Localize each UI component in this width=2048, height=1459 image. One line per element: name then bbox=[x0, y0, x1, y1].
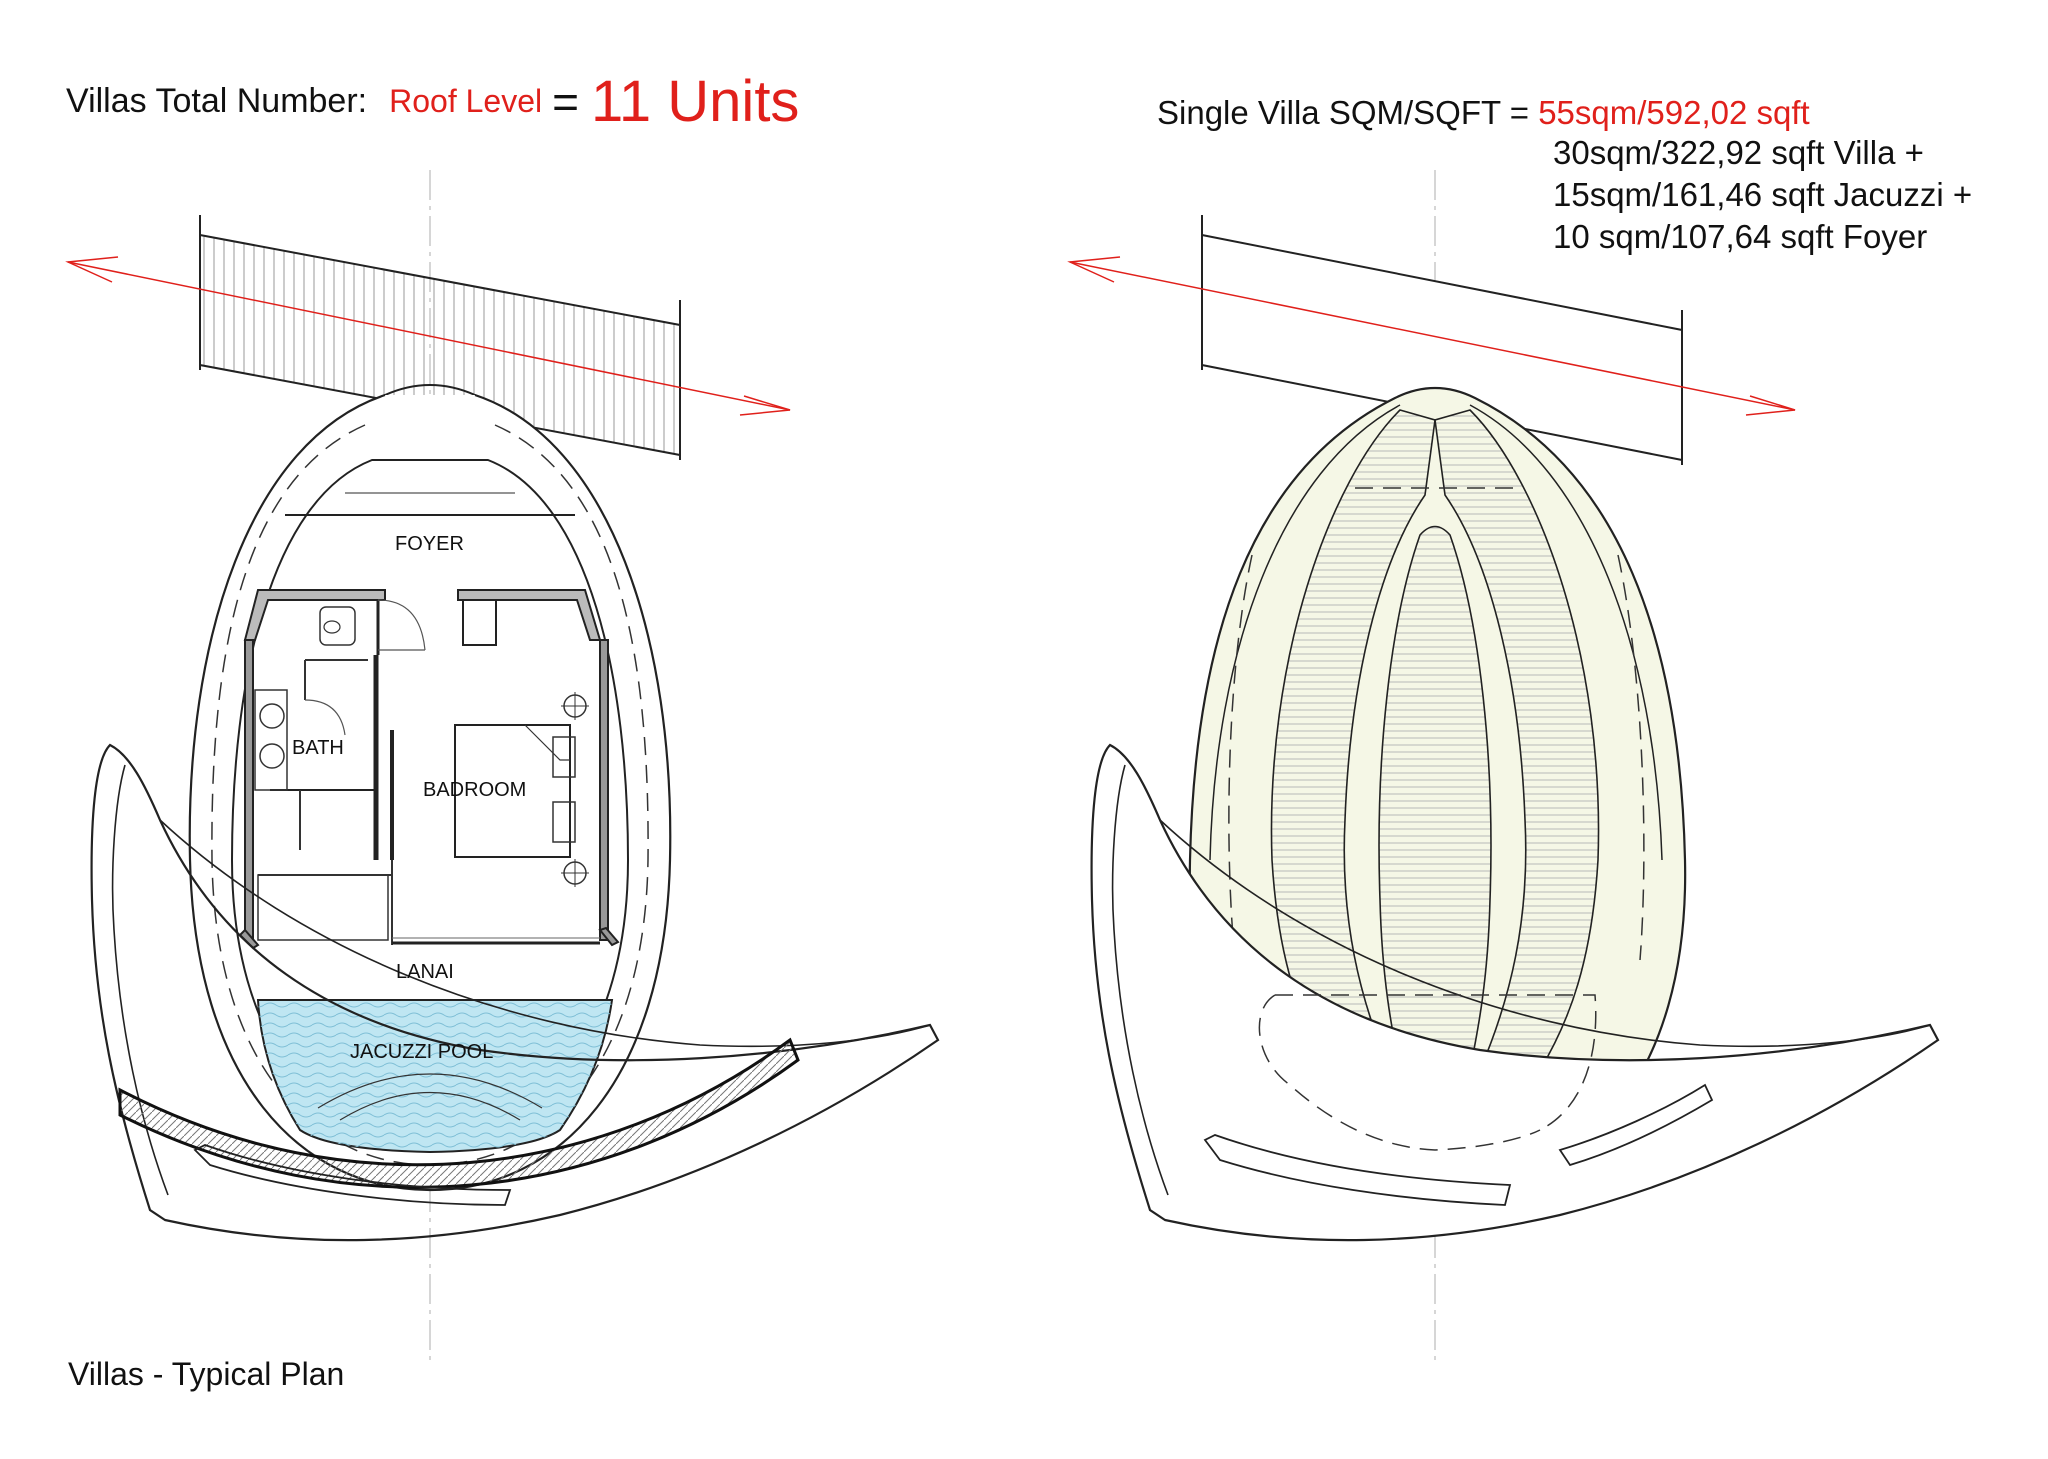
room-label-lanai: LANAI bbox=[396, 961, 454, 983]
typical-plan-drawing bbox=[65, 170, 940, 1360]
toilet-icon bbox=[319, 606, 356, 646]
wing-terrace bbox=[1090, 743, 1940, 1242]
solar-band bbox=[118, 1037, 800, 1189]
area-breakdown-foyer: 10 sqm/107,64 sqft Foyer bbox=[1553, 218, 1928, 255]
area-breakdown-villa: 30sqm/322,92 sqft Villa + bbox=[1553, 134, 1924, 171]
direction-arrow bbox=[65, 256, 791, 416]
bed-icon bbox=[454, 724, 571, 858]
roof-level-label: Roof Level bbox=[389, 83, 543, 119]
direction-arrow bbox=[1067, 256, 1796, 416]
room-label-foyer: FOYER bbox=[395, 533, 464, 555]
room-label-jacuzzi: JACUZZI POOL bbox=[350, 1041, 493, 1063]
roof-plan-drawing bbox=[1067, 170, 1940, 1360]
plan-caption: Villas - Typical Plan bbox=[68, 1356, 345, 1392]
equals-sign: = bbox=[552, 75, 579, 128]
total-area-value: 55sqm/592,02 sqft bbox=[1538, 94, 1810, 131]
units-count: 11 Units bbox=[590, 69, 800, 134]
sqm-header: Single Villa SQM/SQFT = 55sqm/592,02 sqf… bbox=[1157, 94, 1810, 132]
wing-terrace bbox=[90, 743, 940, 1242]
sqm-label: Single Villa SQM/SQFT = bbox=[1157, 94, 1530, 131]
villas-total-label: Villas Total Number: bbox=[66, 82, 368, 120]
room-label-bath: BATH bbox=[292, 737, 344, 759]
room-label-bedroom: BADROOM bbox=[423, 779, 526, 801]
area-breakdown-jacuzzi: 15sqm/161,46 sqft Jacuzzi + bbox=[1553, 176, 1973, 213]
vanity-icon bbox=[254, 689, 288, 791]
villas-total-header: Villas Total Number: Roof Level=11 Units bbox=[66, 68, 799, 135]
